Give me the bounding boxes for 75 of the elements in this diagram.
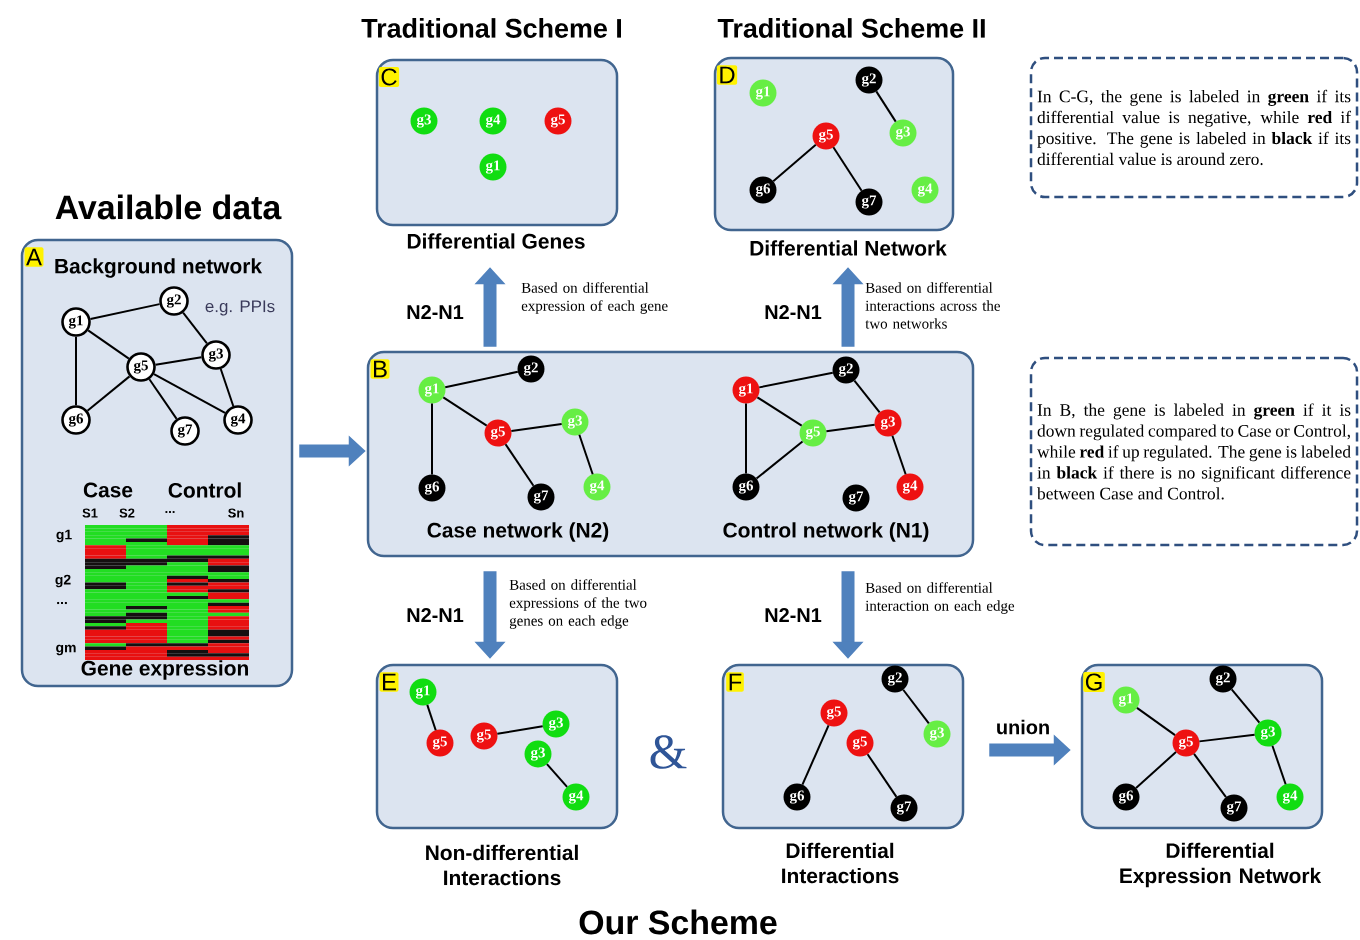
interaction-line	[89, 303, 161, 320]
panel-letter: G	[1083, 672, 1105, 692]
interaction-line	[148, 378, 178, 420]
edge-label: N2-N1	[763, 304, 823, 320]
interaction-line	[442, 396, 488, 427]
interaction-line	[832, 146, 863, 192]
interaction-line	[772, 143, 817, 183]
interaction-line	[219, 368, 235, 407]
interaction-line	[444, 370, 519, 389]
interaction-line	[182, 311, 208, 345]
edge-label: N2-N1	[405, 304, 465, 320]
interaction-line	[86, 375, 131, 412]
interaction-line	[545, 763, 569, 788]
column-label: Case	[83, 482, 133, 498]
interaction-line	[504, 443, 535, 487]
ampersand-sign: &	[650, 735, 687, 769]
interaction-line	[154, 356, 203, 366]
interaction-line	[1193, 752, 1227, 799]
row-label: g1	[56, 529, 72, 543]
interaction-line	[496, 725, 544, 735]
row-label: gm	[56, 644, 76, 656]
interaction-line	[1198, 733, 1256, 743]
description-text: Based on differential expression of each gene	[521, 282, 668, 314]
edge-label: N2-N1	[763, 607, 823, 623]
section-title: Our Scheme	[579, 909, 777, 935]
column-label: S1	[82, 508, 98, 518]
edge-label: N2-N1	[405, 607, 465, 623]
interaction-line	[153, 373, 226, 414]
edge-label: union	[994, 718, 1052, 736]
section-title: Traditional Scheme I	[361, 18, 621, 38]
interaction-line	[87, 329, 130, 360]
interaction-line	[756, 396, 803, 427]
panel-letter: F	[726, 672, 744, 692]
panel-caption: Differential Interactions	[782, 842, 899, 884]
row-label: ...	[57, 601, 67, 605]
column-label: Sn	[228, 508, 244, 518]
interaction-line	[1230, 688, 1261, 724]
column-label: ...	[165, 511, 175, 513]
interaction-line	[1135, 751, 1177, 789]
panel-caption: Differential Genes	[407, 233, 585, 249]
interaction-line	[1271, 744, 1287, 786]
interaction-line	[426, 703, 437, 732]
panel-caption: Background network	[55, 258, 263, 278]
column-label: S2	[119, 508, 135, 518]
interaction-line	[758, 371, 834, 389]
interaction-line	[431, 402, 433, 476]
interaction-line	[825, 423, 876, 433]
panel-caption: Case network (N2)	[427, 522, 609, 542]
description-text: Based on differential interaction on each edge	[865, 582, 1015, 614]
interaction-line	[801, 724, 830, 786]
section-title: Available data	[55, 194, 282, 220]
section-title: Traditional Scheme II	[717, 18, 985, 38]
description-text: Based on differential interactions across the two networks	[865, 282, 1000, 329]
interaction-line	[510, 422, 563, 433]
interaction-line	[902, 688, 930, 725]
interaction-line	[745, 402, 747, 475]
note-box: In B, the gene is labeled in green if it is down regulated compared to Case or Control, while red if up regulated. The gene is labeled in black if there is no significant difference between Case and Control.	[1029, 356, 1359, 547]
panel-caption: Differential Network	[750, 240, 947, 256]
panel-caption: Gene expression	[81, 660, 248, 680]
panel-caption: Non-differential Interactions	[426, 844, 578, 886]
interaction-line	[578, 433, 594, 476]
interaction-line	[891, 434, 907, 476]
row-label: g2	[55, 574, 71, 588]
column-label: Control	[168, 482, 241, 498]
panel-caption: Control network (N1)	[723, 522, 929, 542]
interaction-line	[853, 379, 881, 414]
interaction-line	[75, 335, 77, 407]
note-text: e.g. PPIs	[205, 300, 275, 316]
interaction-line	[755, 440, 804, 480]
interaction-line	[875, 90, 897, 123]
panel-caption: Differential Expression Network	[1120, 842, 1322, 888]
note-box: In C-G, the gene is labeled in green if its differential value is negative, while red if positive. The gene is labeled in black if its differential value is around zero.	[1029, 56, 1359, 199]
interaction-line	[866, 753, 898, 798]
description-text: Based on differential expressions of the two genes on each edge	[509, 579, 647, 629]
interaction-line	[1136, 706, 1177, 737]
